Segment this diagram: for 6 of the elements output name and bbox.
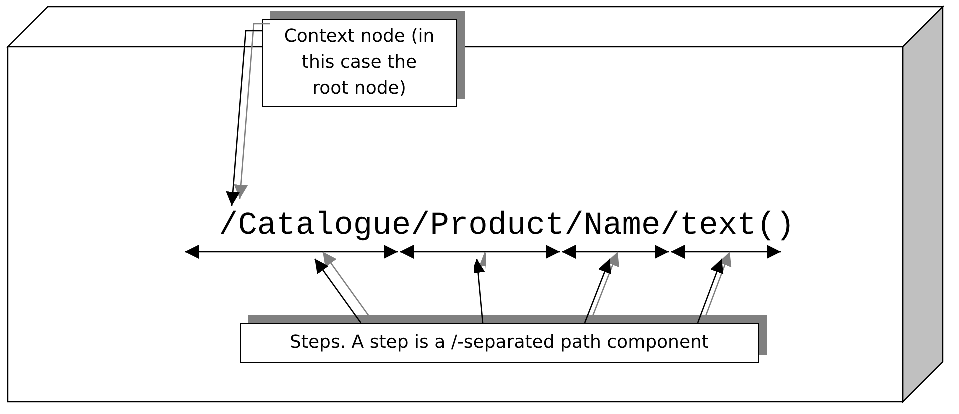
leader-line [314, 258, 362, 324]
path-expression: /Catalogue/Product/Name/text() [219, 206, 796, 246]
leader-line [226, 30, 262, 206]
leader-line [471, 258, 486, 324]
leader-line [697, 258, 724, 324]
leader-line [584, 258, 612, 324]
